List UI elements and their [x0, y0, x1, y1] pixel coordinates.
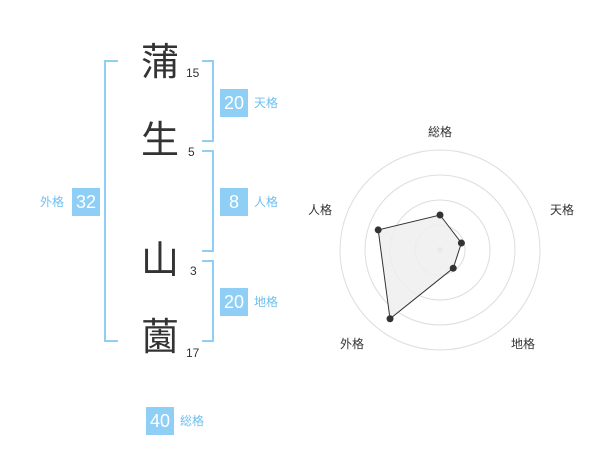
radar-point-4	[386, 315, 394, 323]
radar-label-chikaku: 地格	[511, 337, 536, 351]
jinkaku-value: 8	[220, 188, 248, 216]
gaikaku-value: 32	[72, 188, 100, 216]
name-char-1-strokes: 15	[186, 66, 200, 80]
gaikaku-bracket	[104, 60, 118, 342]
radar-label-jinkaku: 人格	[308, 203, 333, 217]
name-char-4: 薗	[140, 315, 179, 359]
chikaku-label: 地格	[254, 295, 279, 309]
tenkaku-bracket	[202, 60, 214, 142]
name-char-3-strokes: 3	[190, 264, 197, 278]
name-char-2: 生	[140, 118, 179, 162]
jinkaku-bracket	[202, 150, 214, 252]
radar-grid-ring	[339, 149, 541, 351]
radar-point-3	[449, 264, 457, 272]
name-char-4-strokes: 17	[186, 346, 200, 360]
radar-label-tenkaku: 天格	[550, 203, 575, 217]
radar-label-soukaku: 総格	[428, 125, 453, 139]
tenkaku-label: 天格	[254, 96, 279, 110]
name-char-2-strokes: 5	[188, 145, 195, 159]
radar-point-5	[374, 226, 382, 234]
chikaku-value: 20	[220, 288, 248, 316]
radar-grid-ring	[364, 174, 516, 326]
gaikaku-label: 外格	[40, 195, 65, 209]
radar-point-1	[436, 211, 444, 219]
name-char-1: 蒲	[140, 40, 179, 84]
radar-point-2	[457, 239, 465, 247]
soukaku-value: 40	[146, 407, 174, 435]
name-char-3: 山	[140, 238, 179, 282]
chikaku-bracket	[202, 260, 214, 342]
tenkaku-value: 20	[220, 89, 248, 117]
radar-polygon	[377, 214, 462, 320]
jinkaku-label: 人格	[254, 195, 279, 209]
soukaku-label: 総格	[180, 414, 205, 428]
radar-label-gaikaku: 外格	[340, 337, 365, 351]
